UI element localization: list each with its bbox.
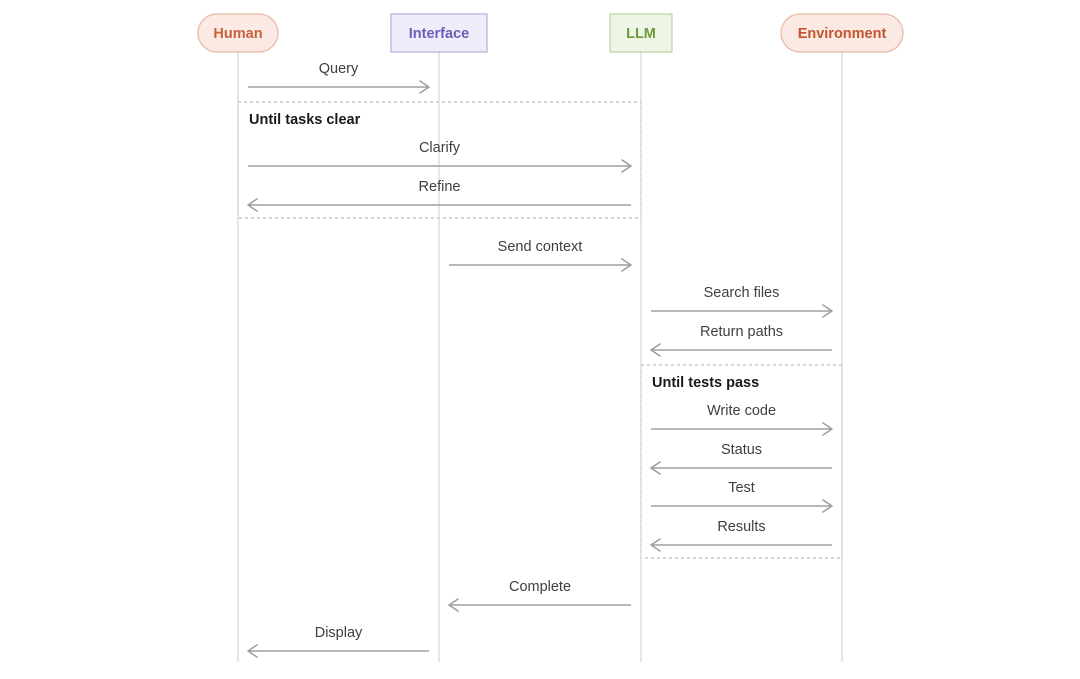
message-search-files: Search files [651, 285, 833, 318]
actor-label: Human [213, 26, 262, 42]
actor-box [780, 13, 904, 53]
actor-label: Interface [409, 26, 469, 42]
message-label: Complete [509, 579, 571, 595]
actor-box [609, 13, 673, 53]
arrowhead [822, 304, 833, 318]
actor-box [390, 13, 488, 53]
message-return-paths: Return paths [650, 324, 832, 357]
message-label: Results [717, 519, 765, 535]
arrowhead [419, 80, 430, 94]
lifeline-layer [237, 52, 843, 662]
arrowhead [822, 499, 833, 513]
loop-box [640, 364, 843, 559]
actor-box [197, 13, 279, 53]
actor-layer: Human Interface LLM Environment [197, 13, 904, 53]
loop-label: Until tests pass [652, 375, 759, 391]
message-clarify: Clarify [248, 140, 632, 173]
message-label: Clarify [419, 140, 461, 156]
actor-environment: Environment [780, 13, 904, 53]
arrowhead [650, 538, 661, 552]
arrowhead [621, 159, 632, 173]
actor-label: LLM [626, 26, 656, 42]
message-label: Query [319, 61, 359, 77]
message-label: Status [721, 442, 762, 458]
message-complete: Complete [448, 579, 631, 612]
loop-label: Until tasks clear [249, 112, 361, 128]
actor-interface: Interface [390, 13, 488, 53]
message-label: Test [728, 480, 755, 496]
message-label: Display [315, 625, 363, 641]
actor-label: Environment [798, 26, 887, 42]
actor-llm: LLM [609, 13, 673, 53]
arrowhead [448, 598, 459, 612]
message-refine: Refine [247, 179, 631, 212]
message-display: Display [247, 625, 429, 658]
message-test: Test [651, 480, 833, 513]
message-status: Status [650, 442, 832, 475]
message-write-code: Write code [651, 403, 833, 436]
message-query: Query [248, 61, 430, 94]
arrowhead [247, 198, 258, 212]
arrowhead [650, 461, 661, 475]
message-label: Refine [419, 179, 461, 195]
arrowhead [621, 258, 632, 272]
arrowhead [247, 644, 258, 658]
message-send-context: Send context [449, 239, 632, 272]
message-label: Write code [707, 403, 776, 419]
arrowhead [650, 343, 661, 357]
loop-frame-until-tests-pass: Until tests pass [640, 364, 843, 559]
actor-human: Human [197, 13, 279, 53]
message-label: Search files [704, 285, 780, 301]
arrowhead [822, 422, 833, 436]
message-label: Send context [498, 239, 583, 255]
message-results: Results [650, 519, 832, 552]
message-label: Return paths [700, 324, 783, 340]
